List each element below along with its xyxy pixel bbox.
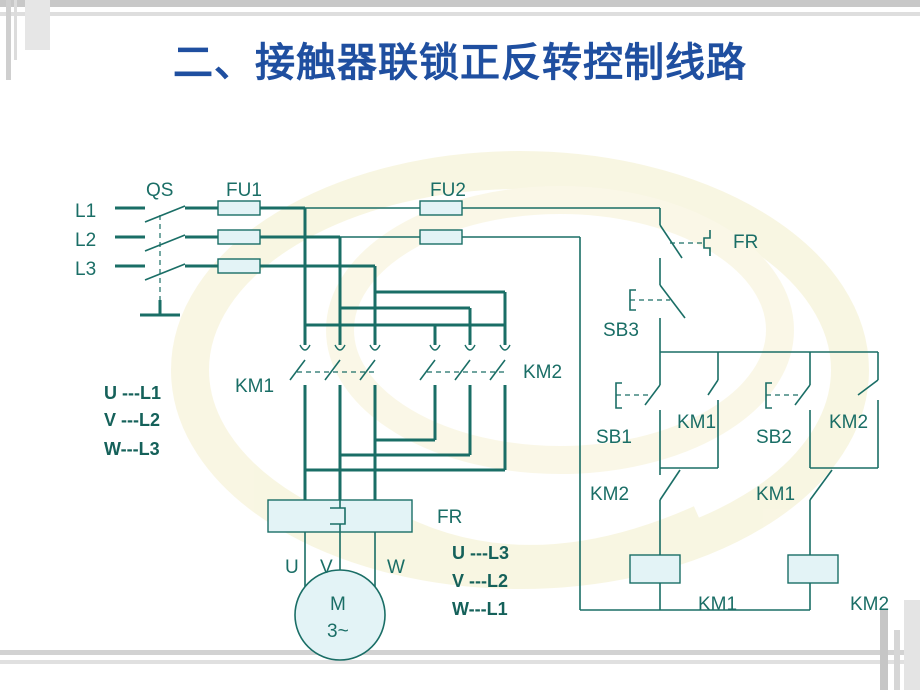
control-circuit xyxy=(305,200,879,611)
phase-right-2: V ---L2 xyxy=(452,571,508,591)
label-fr-relay: FR xyxy=(437,507,462,528)
fuse-fu1-c xyxy=(217,258,261,274)
label-l1: L1 xyxy=(75,201,96,222)
label-l3: L3 xyxy=(75,259,96,280)
label-qs: QS xyxy=(146,180,173,201)
phase-right-3: W---L1 xyxy=(452,599,508,619)
coil-km2 xyxy=(787,554,839,584)
label-coil-km2: KM2 xyxy=(850,594,889,615)
label-km2-interlock: KM2 xyxy=(590,484,629,505)
label-km1-main: KM1 xyxy=(235,376,274,397)
label-u: U xyxy=(285,557,299,578)
label-sb3: SB3 xyxy=(603,320,639,341)
label-coil-km1: KM1 xyxy=(698,594,737,615)
main-circuit xyxy=(115,200,511,661)
slide-title: 二、接触器联锁正反转控制线路 xyxy=(173,40,747,86)
phase-left-2: V ---L2 xyxy=(104,410,160,430)
label-sb2: SB2 xyxy=(756,427,792,448)
fuse-fu1-b xyxy=(217,229,261,245)
fuse-fu2-b xyxy=(419,229,463,245)
phase-right-1: U ---L3 xyxy=(452,543,509,563)
diagram-labels: L1 L2 L3 QS FU1 FU2 FR SB3 KM1 KM2 SB1 K… xyxy=(75,180,889,642)
label-km1-interlock: KM1 xyxy=(756,484,795,505)
label-motor-m: M xyxy=(330,594,346,615)
phase-left-3: W---L3 xyxy=(104,439,160,459)
fuse-fu1-a xyxy=(217,200,261,216)
label-km1-hold: KM1 xyxy=(677,412,716,433)
label-v: V xyxy=(320,557,333,578)
label-l2: L2 xyxy=(75,230,96,251)
label-fu1: FU1 xyxy=(226,180,262,201)
label-km2-hold: KM2 xyxy=(829,412,868,433)
label-sb1: SB1 xyxy=(596,427,632,448)
motor-symbol xyxy=(294,569,386,661)
label-w: W xyxy=(387,557,405,578)
label-km2-main: KM2 xyxy=(523,362,562,383)
phase-left-1: U ---L1 xyxy=(104,383,161,403)
fuse-fu2-a xyxy=(419,200,463,216)
label-fu2: FU2 xyxy=(430,180,466,201)
coil-km1 xyxy=(629,554,681,584)
label-fr-contact: FR xyxy=(733,232,758,253)
label-motor-3: 3~ xyxy=(327,621,349,642)
